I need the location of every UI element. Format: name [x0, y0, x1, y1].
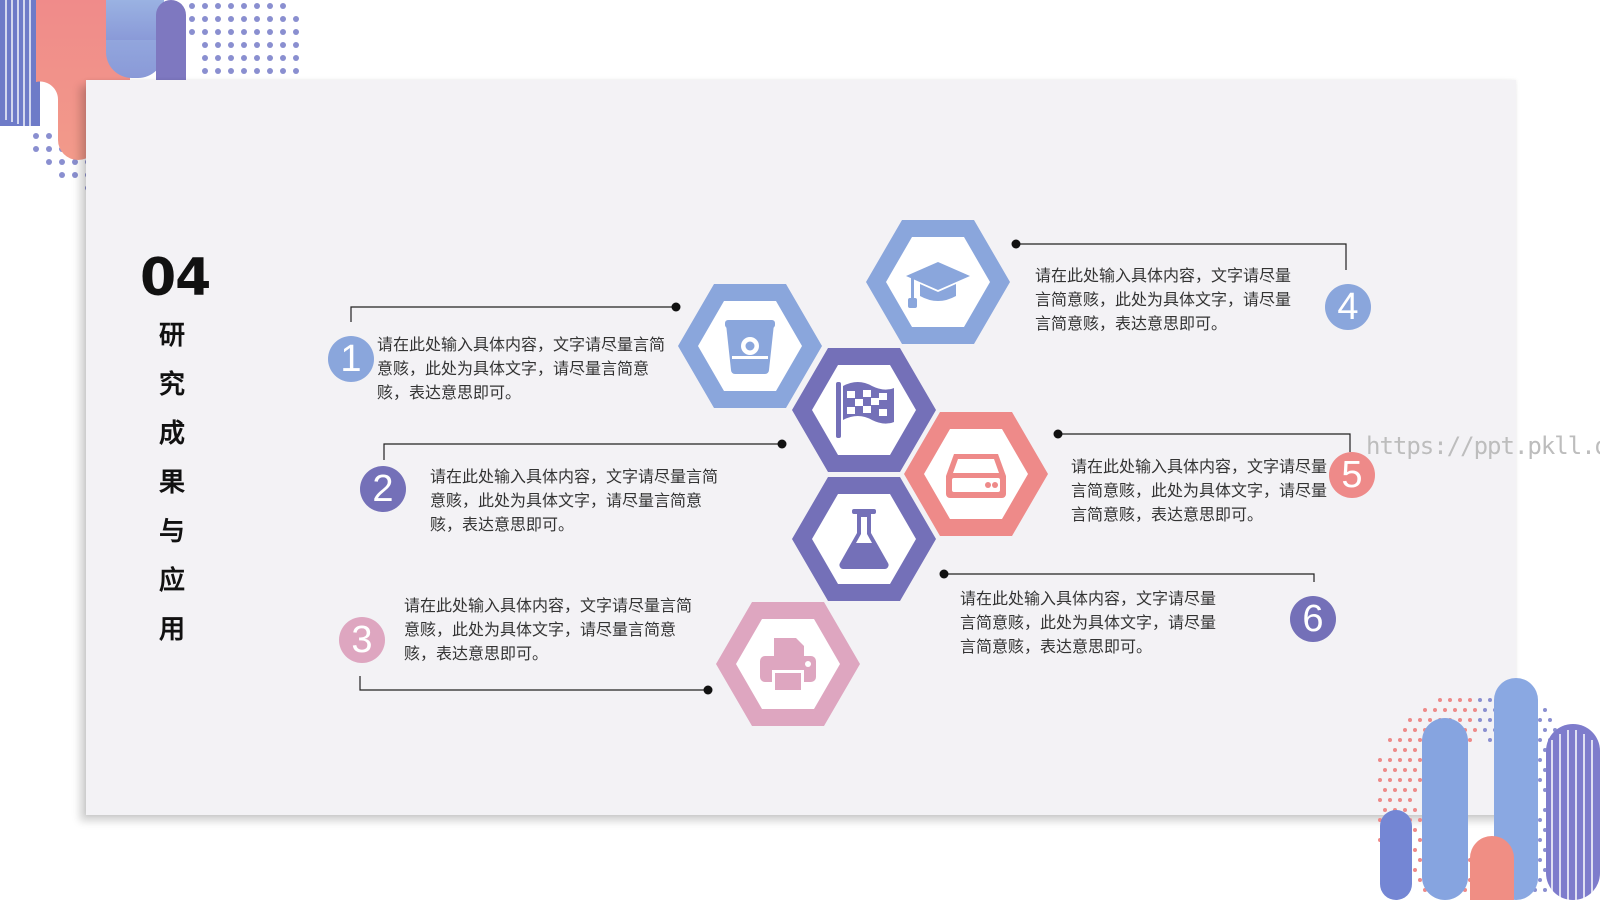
decor-dot — [280, 29, 286, 35]
decor-dot — [228, 29, 234, 35]
decor-dot — [202, 42, 208, 48]
decor-dot — [254, 3, 260, 9]
hard-drive-icon — [946, 454, 1006, 498]
decor-dot — [215, 3, 221, 9]
decor-dot — [46, 159, 52, 165]
decor-dot — [202, 16, 208, 22]
decor-dot — [254, 42, 260, 48]
decor-dot — [254, 55, 260, 61]
badge-5: 5 — [1329, 452, 1375, 498]
decor-dot — [228, 3, 234, 9]
decor-dot — [33, 146, 39, 152]
decor-dot — [267, 16, 273, 22]
decor-dot — [228, 68, 234, 74]
section-title: 研究成果与应用 — [158, 321, 185, 645]
decor-dot — [241, 16, 247, 22]
connector-dot-1 — [671, 302, 681, 312]
decor-dot — [46, 133, 52, 139]
printer-icon — [760, 638, 816, 692]
decor-dot — [267, 68, 273, 74]
item-text-2: 请在此处输入具体内容，文字请尽量言简意赅，此处为具体文字，请尽量言简意赅，表达意… — [430, 467, 719, 534]
badge-1: 1 — [328, 336, 374, 382]
decor-dot — [189, 3, 195, 9]
decor-dot — [189, 29, 195, 35]
decor-dot — [72, 172, 78, 178]
decor-dot — [46, 146, 52, 152]
decor-dot — [228, 42, 234, 48]
decor-dot — [280, 55, 286, 61]
item-text-3: 请在此处输入具体内容，文字请尽量言简意赅，此处为具体文字，请尽量言简意赅，表达意… — [404, 596, 693, 663]
connector-6 — [944, 573, 1315, 582]
connector-3 — [359, 676, 708, 691]
decor-dot — [293, 16, 299, 22]
decor-dot — [254, 29, 260, 35]
decor-dot — [267, 55, 273, 61]
decor-dot — [267, 29, 273, 35]
section-number: 04 — [140, 248, 211, 308]
connector-dot-4 — [1011, 239, 1021, 249]
connector-2 — [383, 443, 782, 460]
decor-dot — [280, 42, 286, 48]
decor-dot — [228, 16, 234, 22]
decor-dot — [59, 172, 65, 178]
decor-dot — [215, 68, 221, 74]
connector-dot-5 — [1053, 429, 1063, 439]
watermark-text: https://ppt.pkll.de — [1366, 432, 1600, 460]
graduation-cap-icon — [906, 262, 970, 308]
decor-dot — [72, 159, 78, 165]
decor-dot — [241, 42, 247, 48]
decor-dot — [241, 68, 247, 74]
decor-dot — [215, 29, 221, 35]
item-text-5: 请在此处输入具体内容，文字请尽量言简意赅，此处为具体文字，请尽量言简意赅，表达意… — [1071, 457, 1328, 524]
connector-4 — [1016, 243, 1347, 270]
connector-1 — [350, 306, 676, 322]
decor-dot — [215, 42, 221, 48]
decor-dot — [293, 68, 299, 74]
decor-dot — [228, 55, 234, 61]
bucket-icon — [725, 320, 775, 374]
badge-3: 3 — [339, 617, 385, 663]
decor-dot — [241, 3, 247, 9]
decor-dot — [280, 16, 286, 22]
connector-5 — [1058, 433, 1351, 452]
connector-dot-3 — [703, 685, 713, 695]
decor-dot — [293, 42, 299, 48]
decor-dot — [293, 55, 299, 61]
decor-dot — [241, 55, 247, 61]
decor-dot — [202, 3, 208, 9]
badge-6: 6 — [1290, 596, 1336, 642]
decor-dot — [33, 133, 39, 139]
badge-2: 2 — [360, 466, 406, 512]
decor-dot — [241, 29, 247, 35]
decor-dot — [280, 3, 286, 9]
decor-dot — [267, 3, 273, 9]
item-text-4: 请在此处输入具体内容，文字请尽量言简意赅，此处为具体文字，请尽量言简意赅，表达意… — [1035, 266, 1292, 333]
decor-dot — [215, 55, 221, 61]
flag-icon — [836, 382, 894, 438]
decor-dot — [202, 55, 208, 61]
decor-dot — [202, 29, 208, 35]
badge-4: 4 — [1325, 284, 1371, 330]
decor-dot — [59, 159, 65, 165]
decor-dot — [280, 68, 286, 74]
item-text-1: 请在此处输入具体内容，文字请尽量言简意赅，此处为具体文字，请尽量言简意赅，表达意… — [377, 335, 666, 402]
connector-dot-6 — [939, 569, 949, 579]
decor-dot — [202, 68, 208, 74]
item-text-6: 请在此处输入具体内容，文字请尽量言简意赅，此处为具体文字，请尽量言简意赅，表达意… — [960, 589, 1217, 656]
decor-dot — [293, 29, 299, 35]
decor-dot — [254, 68, 260, 74]
decor-dot — [267, 42, 273, 48]
decor-dot — [189, 16, 195, 22]
connector-dot-2 — [777, 439, 787, 449]
flask-icon — [839, 509, 889, 570]
decor-dot — [254, 16, 260, 22]
decor-dot — [215, 16, 221, 22]
